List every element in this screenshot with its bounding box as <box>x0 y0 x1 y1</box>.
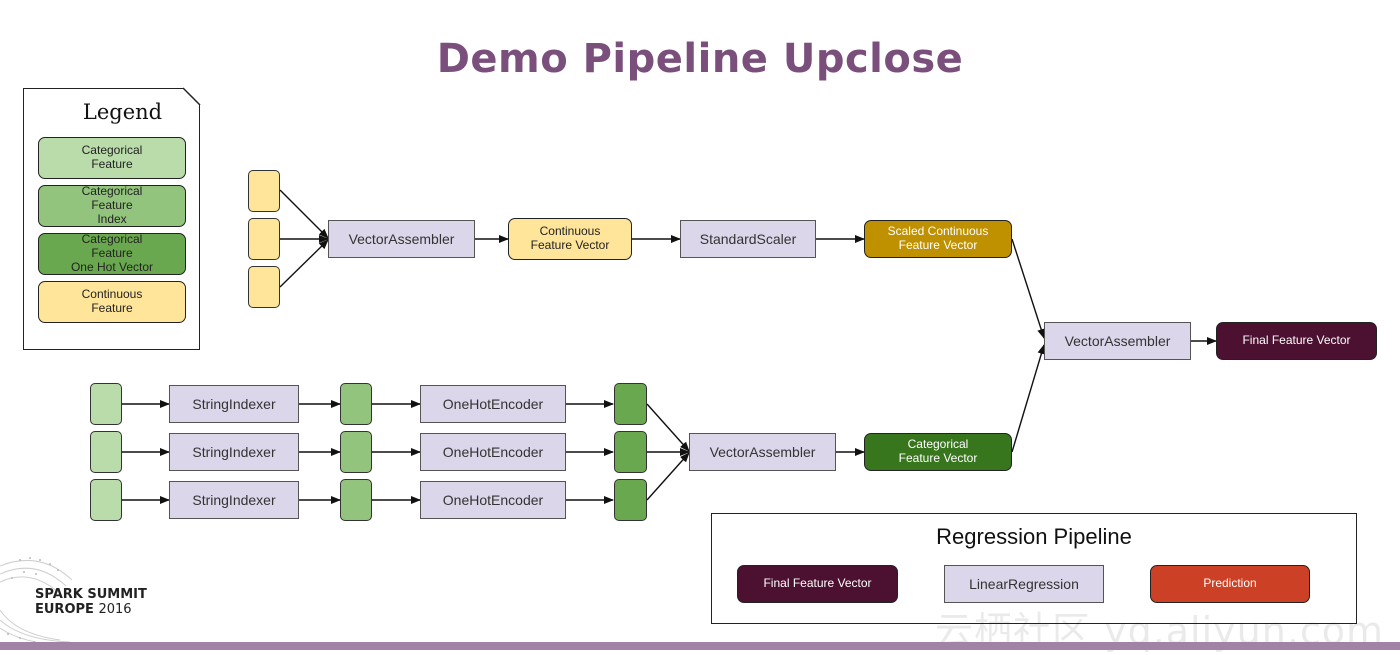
categorical-feature-node <box>90 479 122 521</box>
one-hot-vector-node <box>614 431 647 473</box>
categorical-vector-assembler: VectorAssembler <box>689 433 836 471</box>
footer-bar <box>0 642 1400 650</box>
prediction-output: Prediction <box>1150 565 1310 603</box>
spark-summit-logo-icon <box>0 557 81 647</box>
continuous-feature-node <box>248 170 280 212</box>
final-vector-assembler: VectorAssembler <box>1044 322 1191 360</box>
categorical-feature-node <box>90 383 122 425</box>
logo-year: 2016 <box>98 602 132 617</box>
string-indexer: StringIndexer <box>169 385 299 423</box>
one-hot-encoder: OneHotEncoder <box>420 481 566 519</box>
logo-event: EUROPE <box>35 602 94 617</box>
categorical-index-node <box>340 479 372 521</box>
one-hot-vector-node <box>614 383 647 425</box>
legend-title: Legend <box>82 100 163 124</box>
legend-fold-corner <box>183 87 201 105</box>
logo-line-2: EUROPE 2016 <box>35 602 147 617</box>
final-feature-vector: Final Feature Vector <box>1216 322 1377 360</box>
continuous-feature-node <box>248 266 280 308</box>
one-hot-encoder: OneHotEncoder <box>420 385 566 423</box>
spark-summit-logo-text: SPARK SUMMIT EUROPE 2016 <box>35 587 147 617</box>
continuous-vector-assembler: VectorAssembler <box>328 220 475 258</box>
string-indexer: StringIndexer <box>169 433 299 471</box>
regression-input-final-feature-vector: Final Feature Vector <box>737 565 898 603</box>
one-hot-encoder: OneHotEncoder <box>420 433 566 471</box>
linear-regression: LinearRegression <box>944 565 1104 603</box>
logo-line-1: SPARK SUMMIT <box>35 587 147 602</box>
categorical-index-node <box>340 383 372 425</box>
regression-pipeline-title: Regression Pipeline <box>936 524 1132 549</box>
page-title: Demo Pipeline Upclose <box>436 36 964 82</box>
string-indexer: StringIndexer <box>169 481 299 519</box>
one-hot-vector-node <box>614 479 647 521</box>
continuous-feature-node <box>248 218 280 260</box>
categorical-feature-node <box>90 431 122 473</box>
categorical-index-node <box>340 431 372 473</box>
standard-scaler: StandardScaler <box>680 220 816 258</box>
